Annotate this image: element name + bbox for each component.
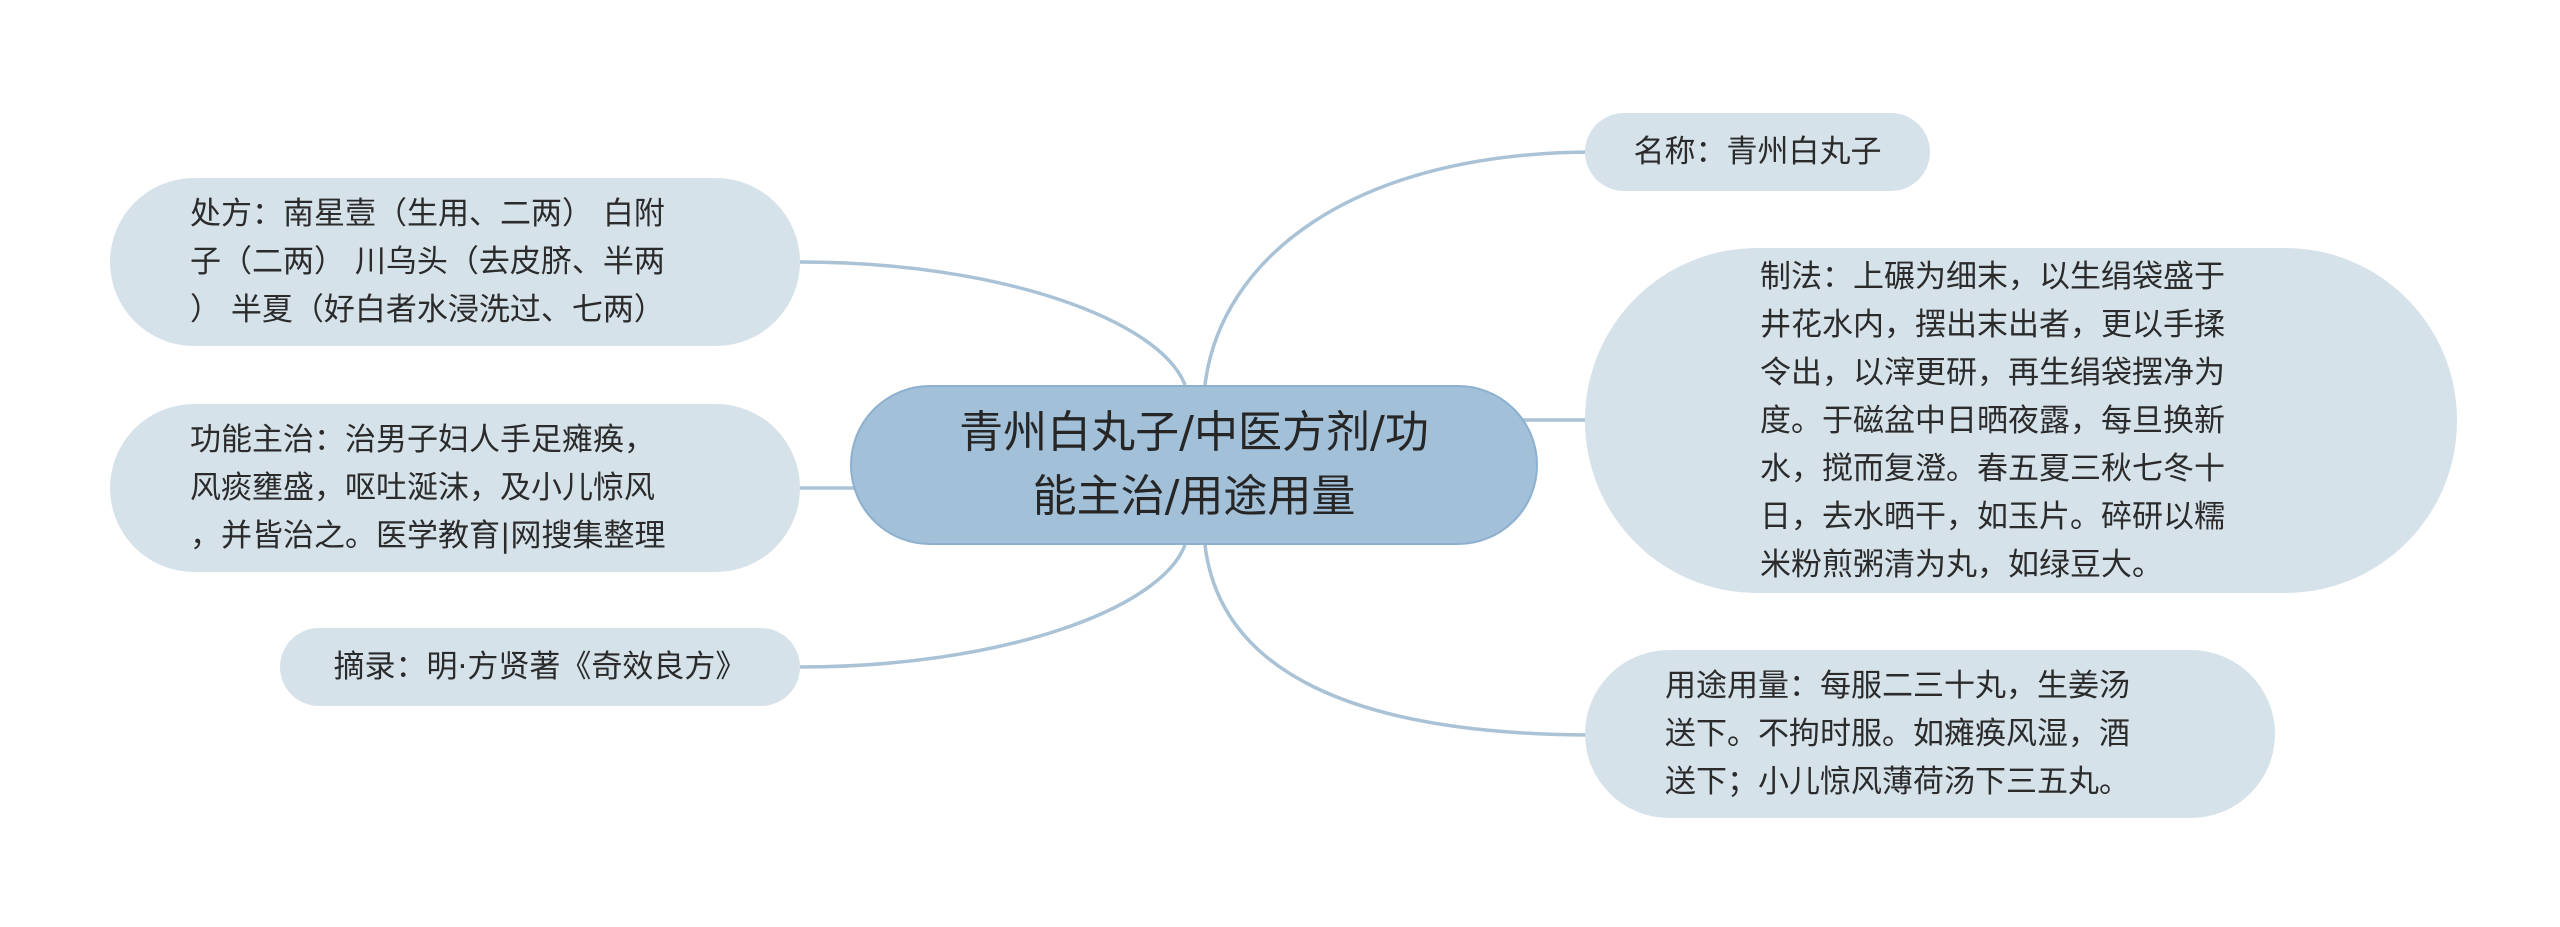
node-method-line-2: 井花水内，摆出末出者，更以手揉 [1760, 306, 2225, 343]
link-usage [1203, 544, 1596, 737]
node-prescription-line-1: 处方：南星壹（生用、二两） 白附 [190, 196, 665, 232]
central-topic-line-1: 青州白丸子/中医方剂/功 [959, 407, 1429, 458]
node-method-line-3: 令出，以滓更研，再生绢袋摆净为 [1760, 354, 2225, 391]
node-usage[interactable]: 用途用量：每服二三十丸，生姜汤 送下。不拘时服。如瘫痪风湿，酒 送下；小儿惊风薄… [1585, 650, 2275, 818]
node-name-text: 名称：青州白丸子 [1633, 134, 1882, 170]
node-method[interactable]: 制法：上碾为细末，以生绢袋盛于 井花水内，摆出末出者，更以手揉 令出，以滓更研，… [1585, 248, 2457, 593]
node-function-line-2: 风痰壅盛，呕吐涎沫，及小儿惊风 [190, 470, 655, 506]
link-prescription [799, 260, 1187, 386]
central-topic-line-2: 能主治/用途用量 [1032, 471, 1356, 522]
link-name [1203, 150, 1596, 386]
node-prescription-line-3: ） 半夏（好白者水浸洗过、七两） [190, 292, 665, 328]
node-function-line-3: ，并皆治之。医学教育|网搜集整理 [190, 518, 666, 554]
link-source [799, 544, 1187, 669]
node-method-line-6: 日，去水晒干，如玉片。碎研以糯 [1760, 498, 2225, 535]
node-usage-line-3: 送下；小儿惊风薄荷汤下三五丸。 [1665, 764, 2130, 800]
central-topic[interactable]: 青州白丸子/中医方剂/功 能主治/用途用量 [850, 385, 1538, 545]
node-prescription-line-2: 子（二两） 川乌头（去皮脐、半两 [190, 244, 665, 280]
node-source[interactable]: 摘录：明·方贤著《奇效良方》 [280, 628, 800, 706]
node-function-line-1: 功能主治：治男子妇人手足瘫痪， [190, 422, 655, 458]
node-method-line-4: 度。于磁盆中日晒夜露，每旦换新 [1760, 402, 2225, 439]
node-method-line-7: 米粉煎粥清为丸，如绿豆大。 [1760, 546, 2163, 583]
node-method-line-5: 水，搅而复澄。春五夏三秋七冬十 [1760, 450, 2225, 487]
node-usage-line-1: 用途用量：每服二三十丸，生姜汤 [1665, 668, 2130, 704]
node-name[interactable]: 名称：青州白丸子 [1585, 113, 1930, 191]
node-prescription[interactable]: 处方：南星壹（生用、二两） 白附 子（二两） 川乌头（去皮脐、半两 ） 半夏（好… [110, 178, 800, 346]
node-method-line-1: 制法：上碾为细末，以生绢袋盛于 [1760, 258, 2225, 295]
node-usage-line-2: 送下。不拘时服。如瘫痪风湿，酒 [1665, 716, 2130, 752]
node-function[interactable]: 功能主治：治男子妇人手足瘫痪， 风痰壅盛，呕吐涎沫，及小儿惊风 ，并皆治之。医学… [110, 404, 800, 572]
node-source-text: 摘录：明·方贤著《奇效良方》 [333, 649, 747, 685]
